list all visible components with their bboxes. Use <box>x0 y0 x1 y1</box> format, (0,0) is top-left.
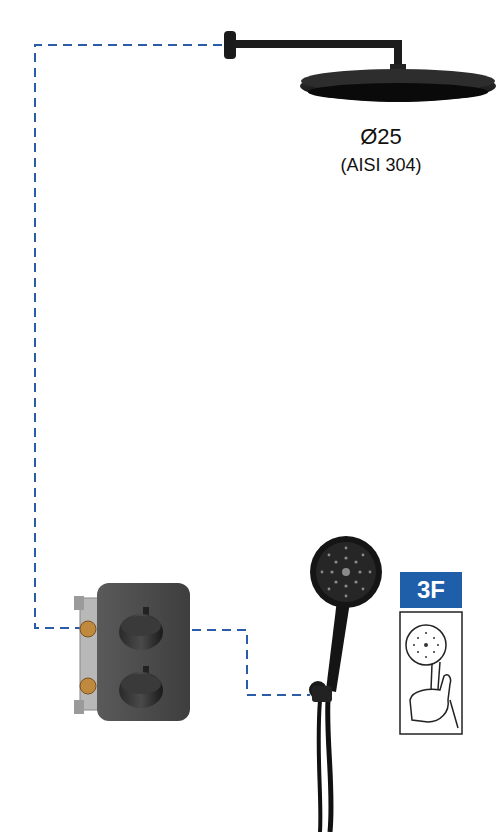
cover-plate <box>97 583 190 721</box>
icon-wrist <box>450 700 458 728</box>
diverter-knob <box>119 672 163 708</box>
spec-label: Ø25 <box>360 124 402 150</box>
hose <box>328 700 331 832</box>
knob-top <box>121 674 161 694</box>
mounting-tab <box>74 700 84 714</box>
shower-head-face <box>308 83 488 101</box>
hose <box>319 700 321 832</box>
pipe-route <box>35 45 222 628</box>
brass-fitting <box>80 621 96 637</box>
temperature-knob <box>119 614 163 650</box>
knob-top <box>121 616 161 636</box>
icon-frame <box>400 612 462 734</box>
hand-shower-head <box>310 536 382 608</box>
handle <box>326 600 350 692</box>
icon-hand <box>410 675 451 722</box>
wall-bracket <box>312 686 332 702</box>
icon-nozzles <box>413 632 439 658</box>
spray-nozzles <box>321 547 372 598</box>
shower-head <box>300 70 496 102</box>
icon-shower-head <box>406 625 446 665</box>
pipe-route <box>192 630 310 695</box>
overhead-shower <box>224 31 496 102</box>
thermostatic-mixer <box>74 583 190 721</box>
badge-text: 3F <box>417 578 445 602</box>
spray-function-icon <box>400 612 462 734</box>
function-badge: 3F <box>400 572 462 608</box>
brass-fitting <box>80 678 96 694</box>
shower-arm <box>234 40 402 48</box>
hand-shower-face <box>316 542 376 602</box>
mounting-tab <box>74 596 84 610</box>
spec-label: (AISI 304) <box>340 155 421 176</box>
hand-shower <box>309 536 382 832</box>
